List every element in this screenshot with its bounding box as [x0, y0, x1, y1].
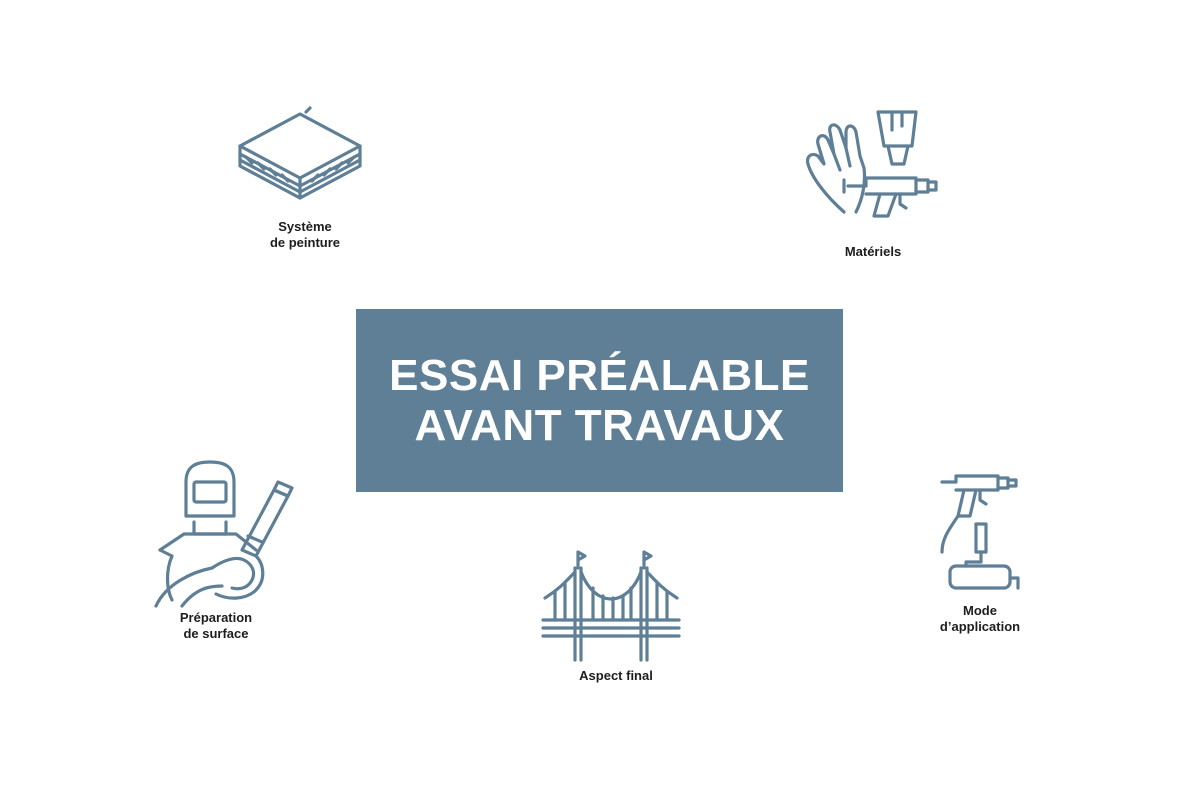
sandblaster-worker-icon [154, 460, 294, 608]
label-paint-system-1: Système [278, 219, 332, 234]
gloves-brush-spraygun-icon [806, 110, 938, 218]
center-title-line-1: ESSAI PRÉALABLE [389, 350, 810, 400]
center-title-line-2: AVANT TRAVAUX [414, 400, 785, 450]
center-title-box: ESSAI PRÉALABLE AVANT TRAVAUX [356, 309, 843, 492]
label-application-mode-2: d’application [939, 619, 1021, 634]
label-surface-prep-1: Préparation [179, 610, 253, 625]
label-materials: Matériels [844, 244, 902, 259]
label-application-mode-1: Mode [963, 603, 997, 618]
suspension-bridge-icon [541, 550, 681, 662]
label-paint-system-2: de peinture [269, 235, 341, 250]
label-surface-prep-2: de surface [183, 626, 249, 641]
layered-block-icon [238, 106, 362, 200]
spraygun-roller-icon [940, 474, 1020, 590]
label-final-aspect: Aspect final [579, 668, 653, 683]
